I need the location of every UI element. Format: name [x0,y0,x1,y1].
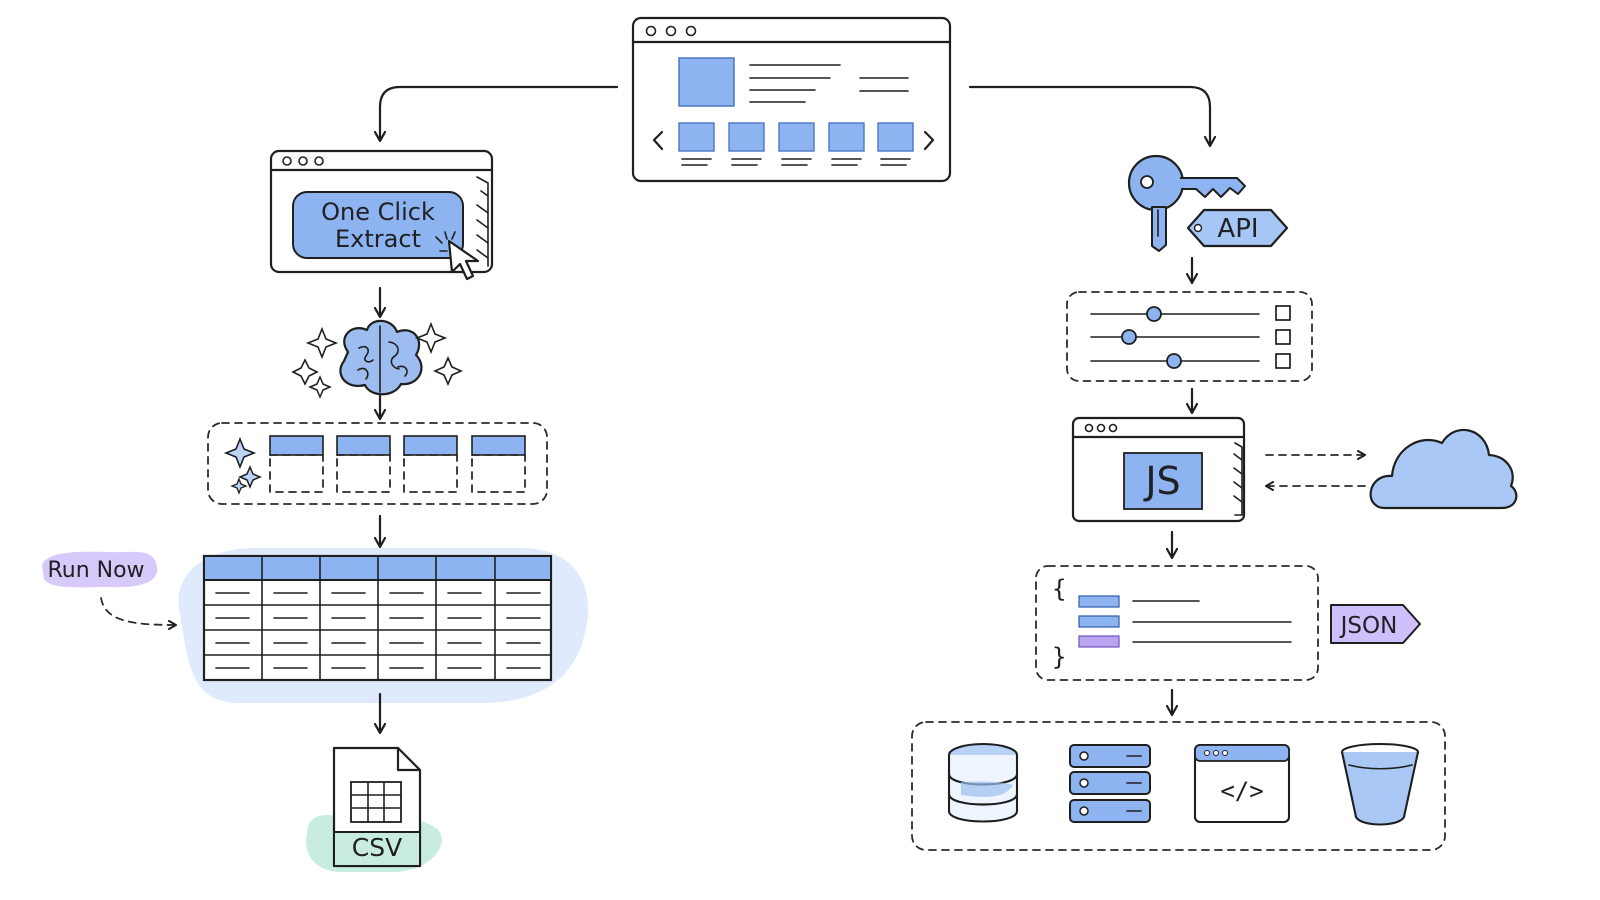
cloud-icon [1369,428,1518,510]
one-click-extract-window: One Click Extract [269,149,494,274]
server-stack-icon [1069,744,1151,823]
code-label: </> [1220,777,1263,805]
js-window: JS [1071,416,1246,523]
code-window-icon: </> [1193,743,1291,824]
source-website-window [631,16,952,183]
json-close-brace: } [1052,643,1066,671]
api-tag: API [1186,208,1289,248]
json-tag: JSON [1330,604,1421,644]
cursor-icon [435,231,480,281]
json-output-container: { } [1035,565,1319,681]
storage-bucket-icon [1340,743,1420,826]
csv-file-icon: CSV [306,746,442,872]
extracted-fields-container [207,422,548,505]
key-icon [1127,154,1246,252]
sparkle-icon [291,321,463,399]
data-table-icon [178,548,589,704]
run-now-label: Run Now [47,558,144,583]
ai-brain-icon [339,319,423,396]
one-click-extract-label-line1: One Click [321,198,435,226]
destinations-container [911,721,1446,851]
csv-label: CSV [352,833,402,862]
json-label: JSON [1339,613,1398,639]
settings-sliders-icon [1066,291,1313,382]
arrow-to-one-click-extract [380,85,619,140]
run-now-arrow [100,597,177,630]
js-label: JS [1143,459,1180,503]
run-now-badge[interactable]: Run Now [42,551,158,588]
api-label: API [1217,214,1258,244]
one-click-extract-label-line2: Extract [335,225,421,253]
json-open-brace: { [1052,575,1066,603]
arrow-to-api-key [968,85,1210,145]
database-icon [947,742,1019,823]
